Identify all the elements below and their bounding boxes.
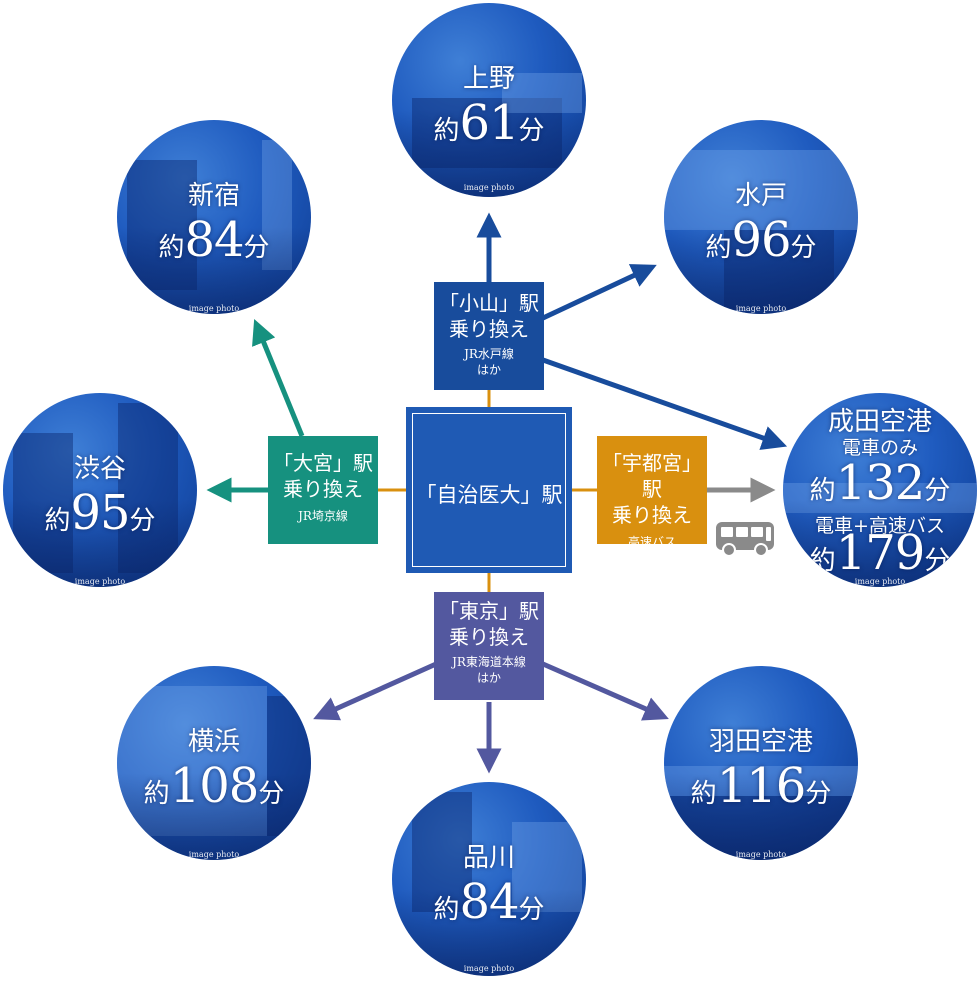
transfer-box-oyama: 「小山」駅 乗り換え JR水戸線 はか bbox=[434, 282, 544, 390]
time-prefix: 約 bbox=[705, 233, 732, 263]
destination-name: 横浜 bbox=[187, 727, 240, 757]
travel-time: 約108分 bbox=[117, 758, 311, 814]
travel-time: 約84分 bbox=[117, 212, 311, 268]
photo-caption: image photo bbox=[735, 850, 787, 859]
transfer-label: 乗り換え bbox=[612, 503, 692, 527]
time-prefix: 約 bbox=[158, 233, 185, 263]
route-option-train-bus: 電車+高速バス bbox=[815, 515, 945, 537]
travel-time: 約116分 bbox=[664, 758, 858, 814]
photo-caption: image photo bbox=[188, 850, 240, 859]
destination-ueno: 上野 約61分 image photo bbox=[392, 3, 586, 197]
time-prefix: 約 bbox=[44, 506, 71, 536]
travel-time: 約84分 bbox=[392, 874, 586, 930]
transfer-box-omiya: 「大宮」駅 乗り換え JR埼京線 bbox=[268, 436, 378, 544]
arrow-to-narita bbox=[542, 357, 788, 450]
transfer-line: JR東海道本線 bbox=[452, 655, 526, 669]
destination-yokohama: 横浜 約108分 image photo bbox=[117, 666, 311, 860]
origin-station-box: 「自治医大」駅 bbox=[406, 407, 572, 573]
travel-time: 約96分 bbox=[664, 212, 858, 268]
photo-caption: image photo bbox=[463, 964, 515, 973]
destination-shinjuku: 新宿 約84分 image photo bbox=[117, 120, 311, 314]
destination-shibuya: 渋谷 約95分 image photo bbox=[3, 393, 197, 587]
time-minutes: 179 bbox=[835, 525, 926, 581]
time-prefix: 約 bbox=[433, 116, 460, 146]
travel-time: 約95分 bbox=[3, 485, 197, 541]
arrow-to-mito bbox=[541, 264, 657, 321]
transfer-label: 乗り換え bbox=[283, 477, 363, 501]
time-suffix: 分 bbox=[924, 476, 951, 506]
transfer-station: 「東京」駅 bbox=[439, 599, 539, 623]
arrow-to-shinjuku bbox=[252, 319, 305, 437]
destination-name: 羽田空港 bbox=[708, 727, 813, 757]
destination-shinagawa: 品川 約84分 image photo bbox=[392, 782, 586, 976]
transfer-line-note: はか bbox=[476, 671, 501, 685]
time-suffix: 分 bbox=[790, 233, 817, 263]
time-minutes: 108 bbox=[169, 758, 260, 814]
destination-narita: 成田空港 電車のみ 約132分 電車+高速バス 約179分 image phot… bbox=[783, 393, 977, 587]
time-prefix: 約 bbox=[809, 546, 836, 576]
route-option-train: 電車のみ bbox=[841, 437, 918, 459]
photo-caption: image photo bbox=[735, 304, 787, 313]
destination-name: 水戸 bbox=[734, 181, 787, 211]
destination-name: 上野 bbox=[462, 64, 515, 94]
transfer-label: 乗り換え bbox=[449, 625, 529, 649]
transfer-line: JR水戸線 bbox=[464, 347, 514, 361]
time-suffix: 分 bbox=[129, 506, 156, 536]
time-minutes: 95 bbox=[70, 485, 130, 541]
transfer-box-tokyo: 「東京」駅 乗り換え JR東海道本線 はか bbox=[434, 592, 544, 700]
photo-caption: image photo bbox=[188, 304, 240, 313]
time-minutes: 96 bbox=[731, 212, 791, 268]
time-minutes: 132 bbox=[835, 455, 926, 511]
destination-mito: 水戸 約96分 image photo bbox=[664, 120, 858, 314]
transfer-box-utsunomiya: 「宇都宮」駅 乗り換え 高速バス bbox=[597, 436, 707, 549]
time-prefix: 約 bbox=[690, 779, 717, 809]
time-suffix: 分 bbox=[243, 233, 270, 263]
time-suffix: 分 bbox=[518, 895, 545, 925]
photo-caption: image photo bbox=[463, 183, 515, 192]
photo-caption: image photo bbox=[854, 577, 906, 586]
destination-name: 成田空港 bbox=[827, 407, 932, 437]
destination-name: 品川 bbox=[462, 843, 515, 873]
transfer-station: 「大宮」駅 bbox=[273, 451, 373, 475]
transfer-line: JR埼京線 bbox=[298, 509, 348, 523]
time-minutes: 84 bbox=[184, 212, 244, 268]
travel-time-train-bus: 約179分 bbox=[783, 525, 977, 581]
time-minutes: 116 bbox=[716, 758, 807, 814]
transfer-label: 乗り換え bbox=[449, 317, 529, 341]
destination-name: 新宿 bbox=[187, 181, 240, 211]
travel-time: 約61分 bbox=[392, 95, 586, 151]
arrow-to-haneda bbox=[541, 661, 669, 721]
travel-time-train: 約132分 bbox=[783, 455, 977, 511]
time-prefix: 約 bbox=[433, 895, 460, 925]
destination-name: 渋谷 bbox=[73, 454, 126, 484]
photo-caption: image photo bbox=[74, 577, 126, 586]
transfer-line-note: はか bbox=[476, 363, 501, 377]
origin-station-frame bbox=[412, 413, 566, 567]
transfer-station: 「宇都宮」駅 bbox=[602, 451, 702, 501]
time-minutes: 61 bbox=[459, 95, 519, 151]
transfer-station: 「小山」駅 bbox=[439, 291, 539, 315]
time-prefix: 約 bbox=[143, 779, 170, 809]
origin-station-label: 「自治医大」駅 bbox=[415, 483, 563, 507]
time-suffix: 分 bbox=[924, 546, 951, 576]
destination-haneda: 羽田空港 約116分 image photo bbox=[664, 666, 858, 860]
arrow-to-yokohama bbox=[313, 661, 438, 721]
time-suffix: 分 bbox=[258, 779, 285, 809]
time-suffix: 分 bbox=[805, 779, 832, 809]
bus-icon bbox=[716, 522, 774, 557]
transfer-line: 高速バス bbox=[627, 535, 676, 549]
time-prefix: 約 bbox=[809, 476, 836, 506]
time-minutes: 84 bbox=[459, 874, 519, 930]
time-suffix: 分 bbox=[518, 116, 545, 146]
